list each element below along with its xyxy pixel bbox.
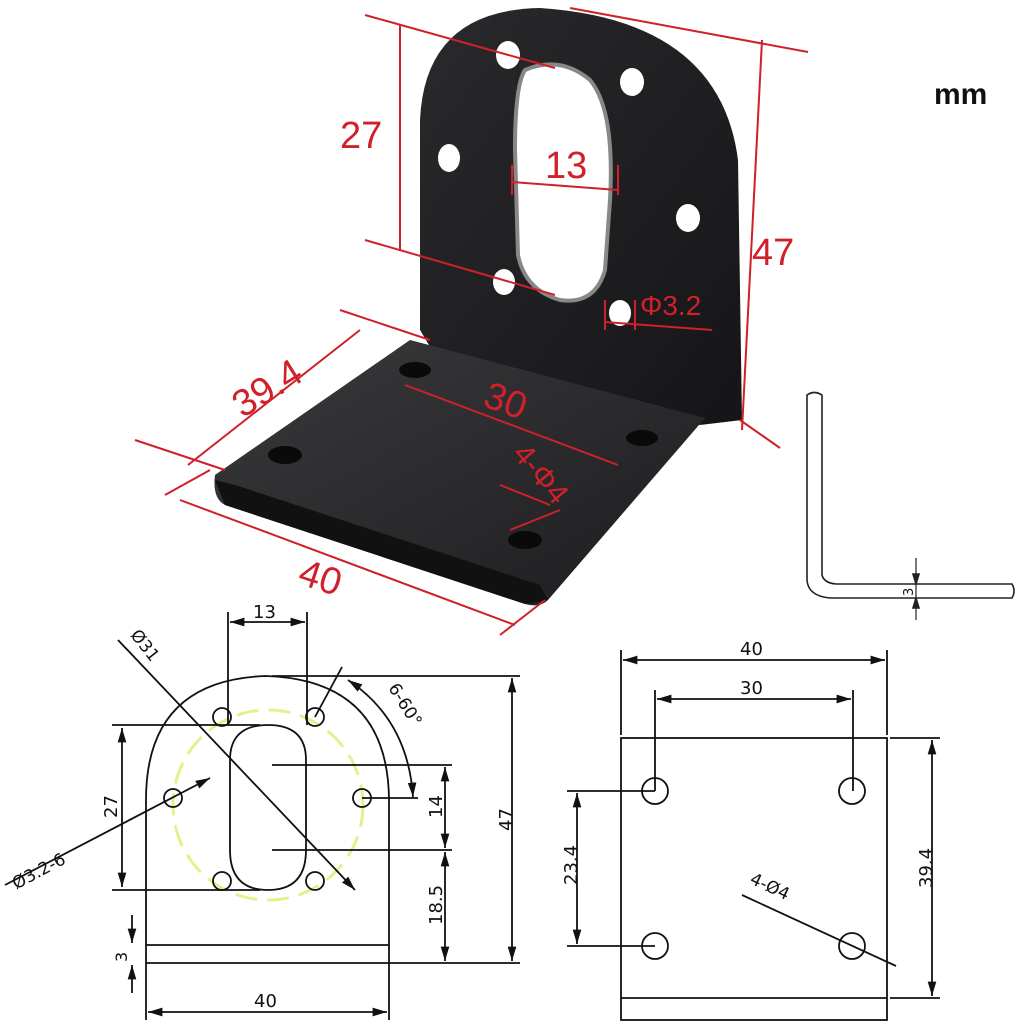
front-47-label: 47	[496, 808, 517, 831]
photo-dimensions	[134, 7, 809, 636]
base-30-label: 30	[740, 678, 763, 699]
bracket-photo	[214, 8, 742, 606]
front-40-label: 40	[254, 991, 277, 1012]
base-40-label: 40	[740, 639, 763, 660]
base-view	[567, 650, 940, 1021]
side-thickness-label: 3	[902, 588, 917, 596]
front-27-label: 27	[101, 795, 122, 818]
base-394-label: 39.4	[916, 848, 937, 888]
dim-47-label: 47	[752, 232, 794, 274]
front-holes-label: Ø3.2-6	[9, 849, 69, 894]
dim-phi32-label: Φ3.2	[640, 290, 701, 321]
base-view-labels: 40 30 23.4 39.4 4-Ø4	[561, 639, 937, 905]
front-3-label: 3	[112, 952, 131, 962]
base-234-label: 23.4	[561, 845, 582, 885]
front-view-labels: 13 Ø31 6-60° Ø3.2-6 27 14 18.5 47 3 40	[9, 602, 517, 1012]
front-14-label: 14	[426, 795, 447, 818]
dim-394-label: 39.4	[225, 351, 310, 426]
front-view	[4, 612, 520, 1020]
front-pcd-label: Ø31	[126, 626, 163, 666]
side-profile	[806, 391, 1015, 620]
dim-13-label: 13	[545, 145, 587, 187]
dim-27-label: 27	[340, 115, 382, 157]
unit-label: mm	[934, 78, 988, 111]
front-13-label: 13	[253, 602, 276, 623]
front-185-label: 18.5	[426, 885, 447, 925]
